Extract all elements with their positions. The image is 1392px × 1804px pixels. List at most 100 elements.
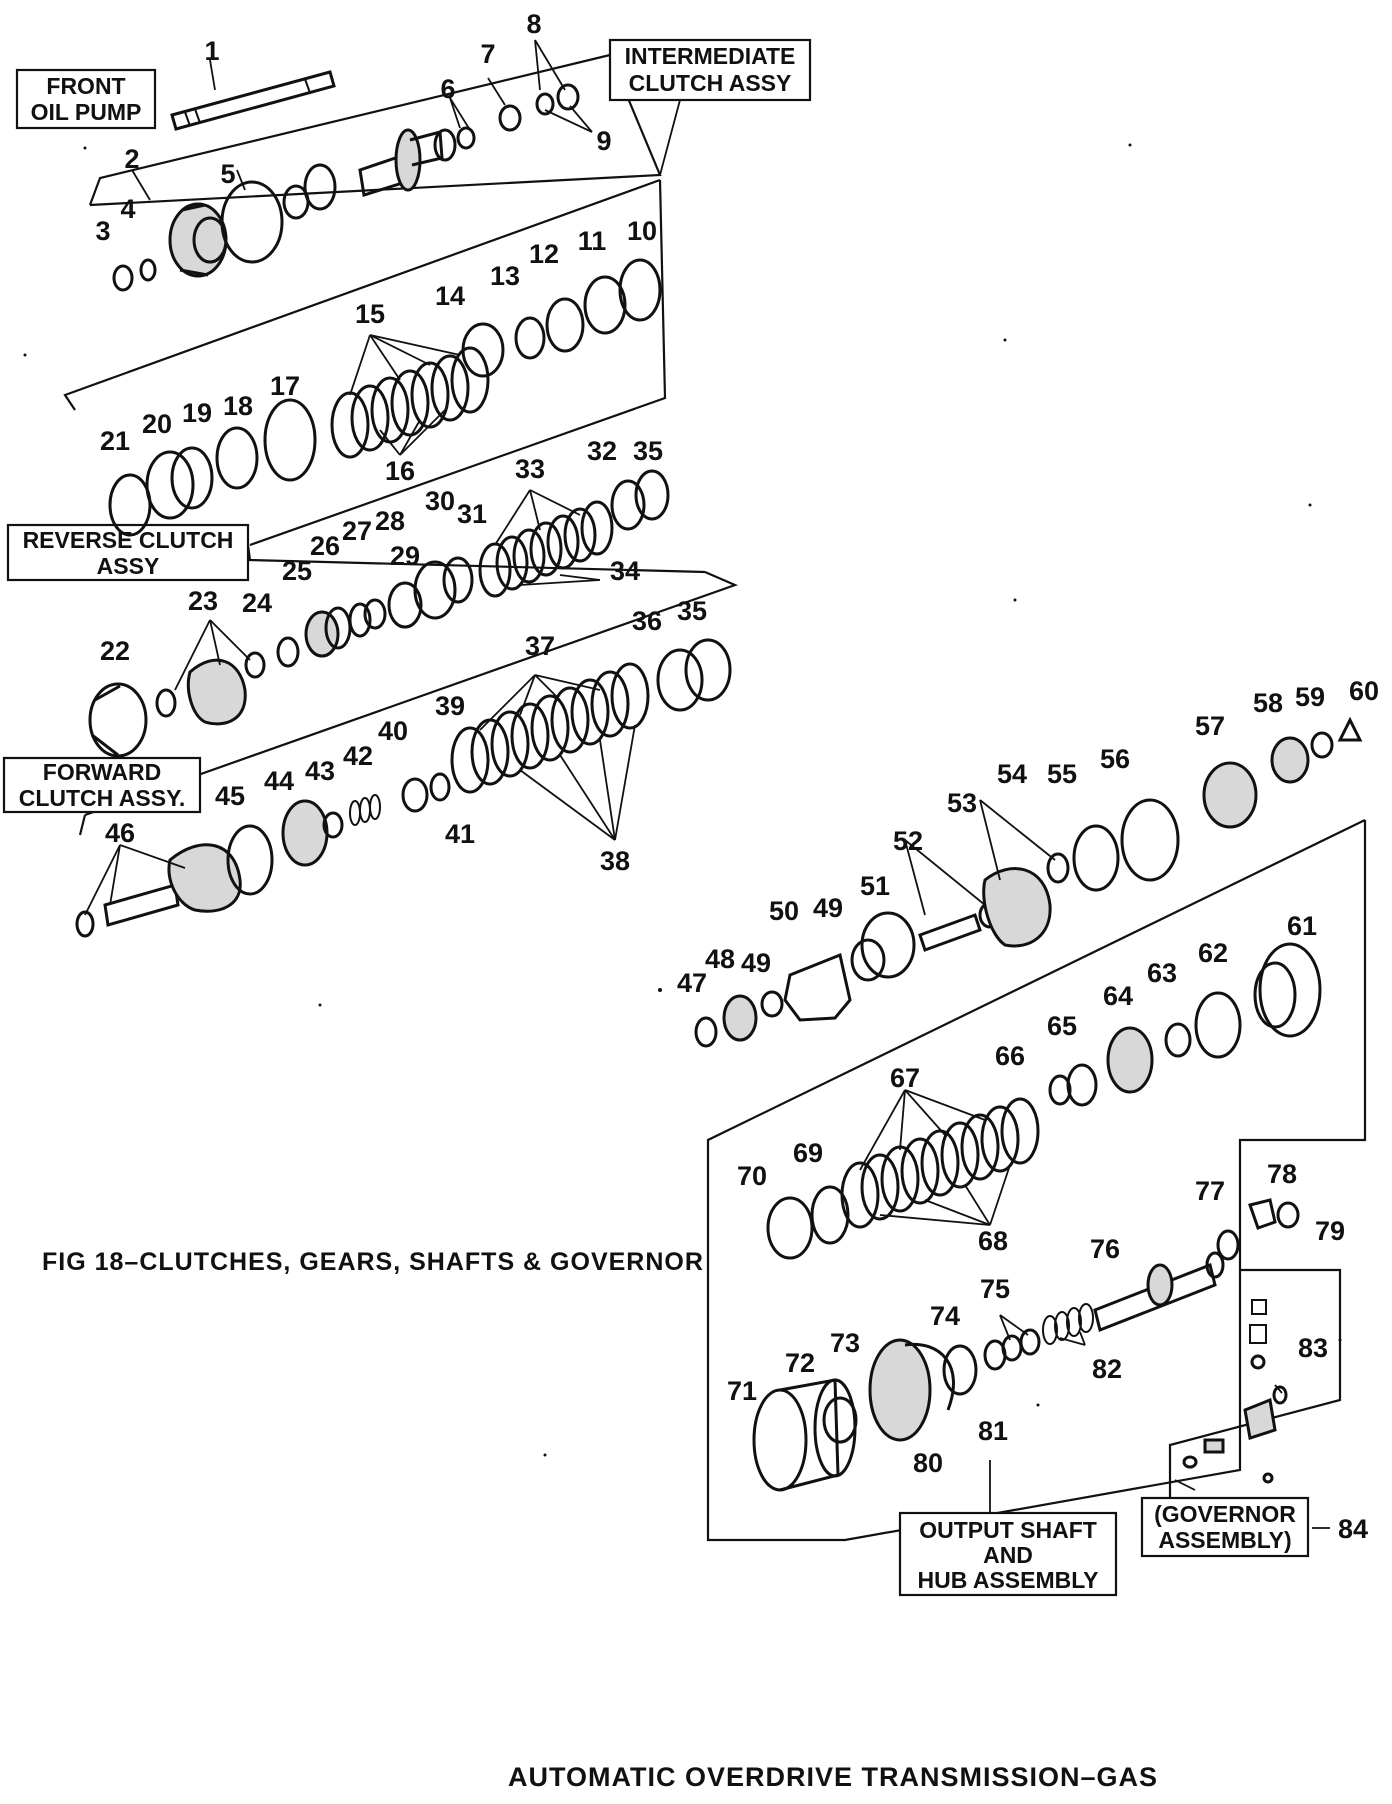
part-label-49a: 49 <box>741 948 771 978</box>
part-label-80: 80 <box>913 1448 943 1478</box>
part-label-40: 40 <box>378 716 408 746</box>
svg-text:(GOVERNOR: (GOVERNOR <box>1154 1501 1296 1527</box>
part-label-41: 41 <box>445 819 475 849</box>
svg-text:OUTPUT SHAFT: OUTPUT SHAFT <box>919 1517 1097 1543</box>
part-label-75: 75 <box>980 1274 1010 1304</box>
svg-text:HUB ASSEMBLY: HUB ASSEMBLY <box>917 1567 1098 1593</box>
reverse-clutch-plates <box>478 500 614 598</box>
svg-text:INTERMEDIATE: INTERMEDIATE <box>625 43 796 69</box>
part-label-71: 71 <box>727 1376 757 1406</box>
oil-pump-body <box>168 202 228 278</box>
part-label-54: 54 <box>997 759 1027 789</box>
part-label-52: 52 <box>893 826 923 856</box>
part-label-6: 6 <box>440 74 455 104</box>
part-label-45: 45 <box>215 781 245 811</box>
part-label-12: 12 <box>529 239 559 269</box>
part-label-10: 10 <box>627 216 657 246</box>
part-label-30: 30 <box>425 486 455 516</box>
part-label-76: 76 <box>1090 1234 1120 1264</box>
input-shaft-part-1 <box>170 70 336 131</box>
part-label-8: 8 <box>526 9 541 39</box>
part-label-23: 23 <box>188 586 218 616</box>
part-label-49b: 49 <box>813 893 843 923</box>
part-label-53: 53 <box>947 788 977 818</box>
part-label-20: 20 <box>142 409 172 439</box>
part-label-5: 5 <box>220 159 235 189</box>
svg-text:FORWARD: FORWARD <box>43 759 161 785</box>
part-label-63: 63 <box>1147 958 1177 988</box>
part-label-26: 26 <box>310 531 340 561</box>
part-label-24: 24 <box>242 588 272 618</box>
svg-text:ASSEMBLY): ASSEMBLY) <box>1158 1527 1291 1553</box>
part-label-66: 66 <box>995 1041 1025 1071</box>
part-label-35a: 35 <box>633 436 663 466</box>
part-label-35b: 35 <box>677 596 707 626</box>
ring-gear-part-53 <box>982 867 1052 948</box>
part-label-58: 58 <box>1253 688 1283 718</box>
svg-text:CLUTCH ASSY.: CLUTCH ASSY. <box>19 785 186 811</box>
part-label-70: 70 <box>737 1161 767 1191</box>
svg-text:OIL PUMP: OIL PUMP <box>31 99 142 125</box>
part-label-65: 65 <box>1047 1011 1077 1041</box>
part-label-31: 31 <box>457 499 487 529</box>
output-shaft-part-76 <box>1093 1251 1225 1333</box>
part-label-13: 13 <box>490 261 520 291</box>
part-label-82: 82 <box>1092 1354 1122 1384</box>
part-label-44: 44 <box>264 766 294 796</box>
part-label-64: 64 <box>1103 981 1133 1011</box>
part-label-32: 32 <box>587 436 617 466</box>
row2-parts <box>108 346 490 537</box>
part-label-2: 2 <box>124 144 139 174</box>
front-oil-pump-label: FRONT OIL PUMP <box>15 68 157 130</box>
part-label-19: 19 <box>182 398 212 428</box>
svg-text:REVERSE CLUTCH: REVERSE CLUTCH <box>23 527 234 553</box>
part-label-81: 81 <box>978 1416 1008 1446</box>
stator-support-part <box>358 128 457 197</box>
reverse-drum-part-23 <box>186 658 247 726</box>
part-label-48: 48 <box>705 944 735 974</box>
governor-label: (GOVERNOR ASSEMBLY) <box>1140 1496 1330 1558</box>
svg-text:ASSY: ASSY <box>97 553 160 579</box>
svg-text:AND: AND <box>983 1542 1033 1568</box>
part-label-47: 47 <box>677 968 707 998</box>
part-label-17: 17 <box>270 371 300 401</box>
part-label-73: 73 <box>830 1328 860 1358</box>
part-label-16: 16 <box>385 456 415 486</box>
output-shaft-label: OUTPUT SHAFT AND HUB ASSEMBLY <box>898 1511 1118 1597</box>
part-label-1: 1 <box>204 36 219 66</box>
part-label-42: 42 <box>343 741 373 771</box>
svg-text:FRONT: FRONT <box>46 73 125 99</box>
direct-clutch-plates <box>840 1097 1040 1229</box>
intermediate-clutch-plates <box>330 346 490 459</box>
part-label-18: 18 <box>223 391 253 421</box>
forward-clutch-label: FORWARD CLUTCH ASSY. <box>2 756 202 814</box>
forward-clutch-shaft-part-46 <box>75 843 242 938</box>
part-label-56: 56 <box>1100 744 1130 774</box>
leader-lines <box>84 39 1283 1394</box>
figure-caption: FIG 18–CLUTCHES, GEARS, SHAFTS & GOVERNO… <box>42 1248 704 1276</box>
part-label-36: 36 <box>632 606 662 636</box>
part-label-7: 7 <box>480 39 495 69</box>
part-label-25: 25 <box>282 556 312 586</box>
part-label-55: 55 <box>1047 759 1077 789</box>
assembly-frames <box>63 53 1367 1542</box>
planet-carrier-part-50 <box>783 952 852 1022</box>
forward-clutch-plates <box>450 662 650 794</box>
part-label-33: 33 <box>515 454 545 484</box>
svg-text:CLUTCH ASSY: CLUTCH ASSY <box>629 70 792 96</box>
spring-part-42 <box>349 794 381 826</box>
part-label-43: 43 <box>305 756 335 786</box>
governor-parts <box>1182 1299 1288 1484</box>
part-label-34: 34 <box>610 556 640 586</box>
output-drum-part-71 <box>752 1378 857 1492</box>
figure-title: AUTOMATIC OVERDRIVE TRANSMISSION–GAS <box>508 1762 1158 1792</box>
part-label-39: 39 <box>435 691 465 721</box>
part-label-51: 51 <box>860 871 890 901</box>
part-label-61: 61 <box>1287 911 1317 941</box>
row3-parts <box>88 469 670 758</box>
part-label-69: 69 <box>793 1138 823 1168</box>
part-label-79: 79 <box>1315 1216 1345 1246</box>
part-label-3: 3 <box>95 216 110 246</box>
part-label-27: 27 <box>342 516 372 546</box>
part-label-14: 14 <box>435 281 465 311</box>
